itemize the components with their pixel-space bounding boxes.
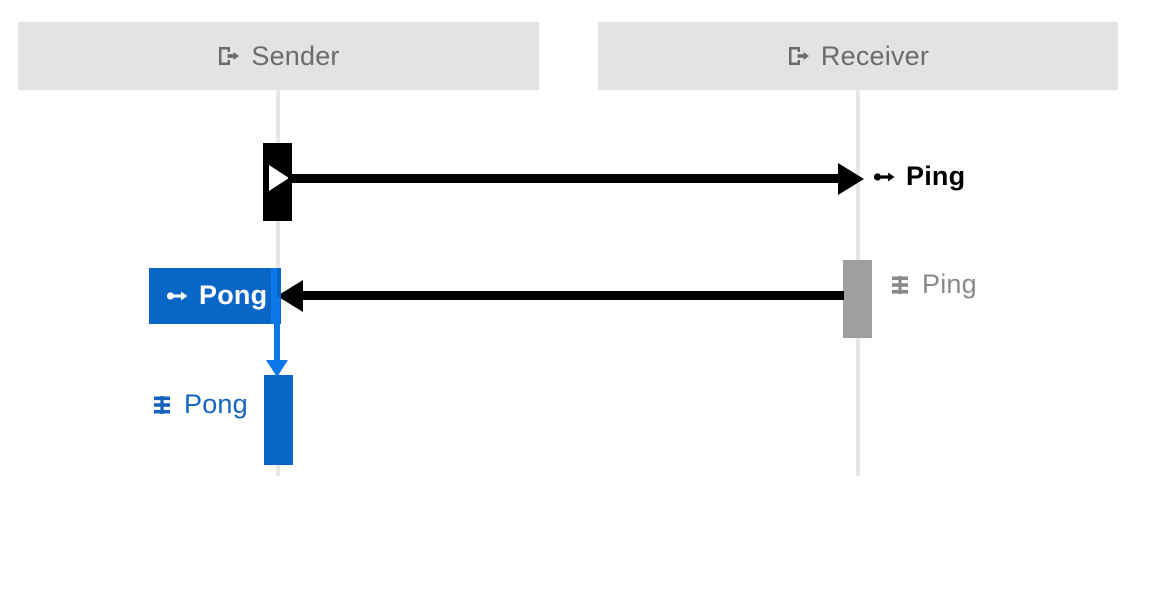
- message-line-ping[interactable]: [288, 174, 844, 183]
- handler-stack-icon: [150, 393, 174, 417]
- handler-stack-icon: [888, 273, 912, 297]
- handler-label-ping-text: Ping: [922, 269, 977, 299]
- participant-header-receiver[interactable]: Receiver: [598, 22, 1118, 90]
- message-label-pong-text: Pong: [199, 280, 268, 310]
- message-line-pong[interactable]: [299, 291, 844, 300]
- play-triangle-icon: [269, 165, 289, 191]
- return-arrowhead-pong: [266, 360, 288, 377]
- participant-label-receiver: Receiver: [820, 40, 930, 71]
- return-arrow-line-pong[interactable]: [274, 298, 280, 364]
- activation-bar-sender-handle[interactable]: [264, 375, 293, 465]
- participant-header-sender[interactable]: Sender: [18, 22, 539, 90]
- message-label-pong-edge: [271, 268, 277, 324]
- participant-label-sender: Sender: [251, 40, 340, 71]
- participant-export-icon: [217, 44, 241, 68]
- message-sent-icon: [872, 165, 896, 189]
- message-label-pong[interactable]: Pong: [149, 268, 282, 324]
- handler-label-pong-text: Pong: [184, 389, 248, 419]
- handler-label-ping[interactable]: Ping: [888, 269, 977, 300]
- message-arrowhead-ping: [838, 163, 864, 195]
- message-arrowhead-pong: [277, 280, 303, 312]
- activation-bar-receiver-handle[interactable]: [843, 260, 872, 338]
- message-label-ping-text: Ping: [906, 161, 966, 191]
- message-sent-icon: [165, 284, 189, 308]
- message-label-ping[interactable]: Ping: [872, 161, 965, 192]
- participant-export-icon: [787, 44, 811, 68]
- handler-label-pong[interactable]: Pong: [150, 389, 248, 420]
